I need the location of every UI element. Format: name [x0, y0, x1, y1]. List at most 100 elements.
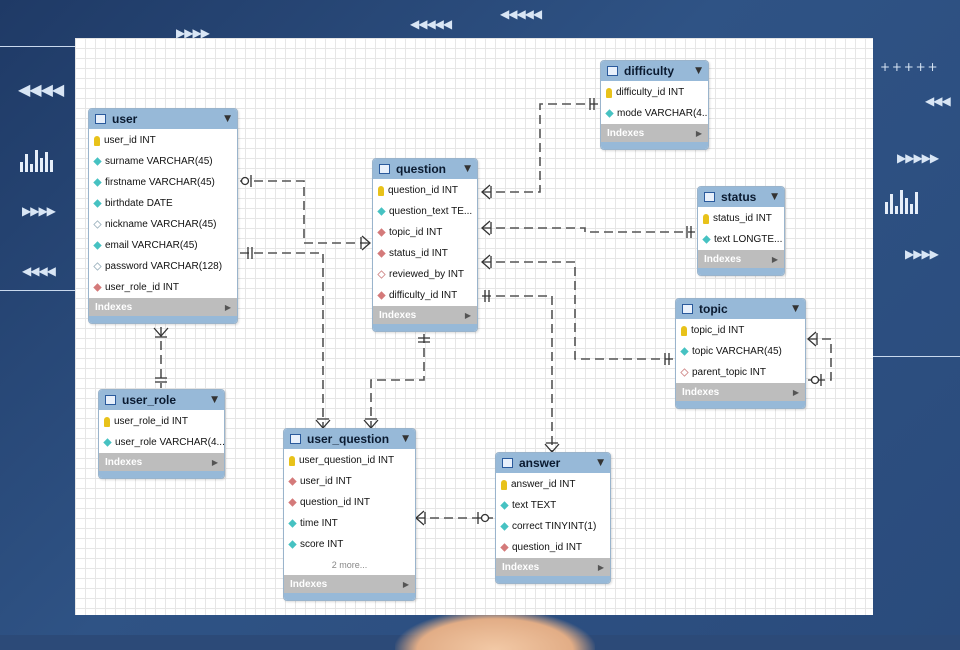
column-row[interactable]: difficulty_id INT	[373, 285, 477, 306]
chevron-down-icon[interactable]: ▼	[402, 434, 409, 444]
table-question[interactable]: question▼ question_id INT question_text T…	[372, 158, 478, 332]
column-label: topic_id INT	[389, 227, 442, 238]
column-row[interactable]: question_text TE...	[373, 201, 477, 222]
red-diamond-icon	[93, 283, 101, 291]
one-marker	[155, 378, 167, 382]
column-row[interactable]: question_id INT	[284, 492, 415, 513]
table-header[interactable]: difficulty ▼	[601, 61, 708, 81]
column-row[interactable]: score INT	[284, 534, 415, 555]
column-row[interactable]: topic VARCHAR(45)	[676, 341, 805, 362]
table-status[interactable]: status▼ status_id INT text LONGTE... Inde…	[697, 186, 785, 276]
column-row[interactable]: email VARCHAR(45)	[89, 235, 237, 256]
indexes-label: Indexes	[502, 562, 539, 573]
table-icon	[682, 304, 693, 314]
column-row[interactable]: reviewed_by INT	[373, 264, 477, 285]
column-row[interactable]: mode VARCHAR(4...	[601, 103, 708, 124]
column-row[interactable]: user_role_id INT	[89, 277, 237, 298]
table-name: user	[112, 112, 137, 126]
column-label: status_id INT	[713, 213, 772, 224]
table-header[interactable]: question▼	[373, 159, 477, 179]
expand-arrow-icon[interactable]: ▶	[212, 458, 218, 467]
column-list: status_id INT text LONGTE...	[698, 207, 784, 250]
column-row[interactable]: text LONGTE...	[698, 229, 784, 250]
red-diamond-icon	[377, 291, 385, 299]
link-difficulty-question	[482, 104, 598, 192]
column-row[interactable]: correct TINYINT(1)	[496, 516, 610, 537]
column-row[interactable]: user_id INT	[89, 130, 237, 151]
indexes-row[interactable]: Indexes▶	[601, 124, 708, 142]
indexes-row[interactable]: Indexes▶	[373, 306, 477, 324]
chevron-down-icon[interactable]: ▼	[771, 192, 778, 202]
table-name: topic	[699, 302, 728, 316]
column-row[interactable]: answer_id INT	[496, 474, 610, 495]
chevron-down-icon[interactable]: ▼	[695, 66, 702, 76]
column-row[interactable]: time INT	[284, 513, 415, 534]
column-row[interactable]: birthdate DATE	[89, 193, 237, 214]
table-header[interactable]: topic ▼	[676, 299, 805, 319]
column-row[interactable]: text TEXT	[496, 495, 610, 516]
table-header[interactable]: status▼	[698, 187, 784, 207]
expand-arrow-icon[interactable]: ▶	[696, 129, 702, 138]
chevron-down-icon[interactable]: ▼	[224, 114, 231, 124]
cyan-diamond-icon	[93, 199, 101, 207]
cyan-diamond-icon	[377, 207, 385, 215]
more-columns-link[interactable]: 2 more...	[284, 555, 415, 575]
chevron-down-icon[interactable]: ▼	[211, 395, 218, 405]
expand-arrow-icon[interactable]: ▶	[225, 303, 231, 312]
key-icon	[94, 136, 100, 146]
expand-arrow-icon[interactable]: ▶	[772, 255, 778, 264]
table-header[interactable]: user ▼	[89, 109, 237, 129]
column-label: question_id INT	[300, 497, 370, 508]
column-label: time INT	[300, 518, 338, 529]
column-row[interactable]: status_id INT	[698, 208, 784, 229]
column-row[interactable]: status_id INT	[373, 243, 477, 264]
expand-arrow-icon[interactable]: ▶	[598, 563, 604, 572]
chevron-down-icon[interactable]: ▼	[464, 164, 471, 174]
indexes-row[interactable]: Indexes▶	[99, 453, 224, 471]
table-name: difficulty	[624, 64, 674, 78]
column-row[interactable]: nickname VARCHAR(45)	[89, 214, 237, 235]
indexes-row[interactable]: Indexes▶	[676, 383, 805, 401]
column-label: nickname VARCHAR(45)	[105, 219, 217, 230]
column-row[interactable]: question_id INT	[496, 537, 610, 558]
column-row[interactable]: firstname VARCHAR(45)	[89, 172, 237, 193]
column-row[interactable]: password VARCHAR(128)	[89, 256, 237, 277]
table-header[interactable]: user_role▼	[99, 390, 224, 410]
column-label: question_id INT	[388, 185, 458, 196]
expand-arrow-icon[interactable]: ▶	[403, 580, 409, 589]
column-label: user_role VARCHAR(4...	[115, 437, 224, 448]
table-name: user_question	[307, 432, 389, 446]
column-row[interactable]: topic_id INT	[373, 222, 477, 243]
column-row[interactable]: user_role VARCHAR(4...	[99, 432, 224, 453]
table-icon	[290, 434, 301, 444]
indexes-row[interactable]: Indexes ▶	[496, 558, 610, 576]
indexes-row[interactable]: Indexes▶	[89, 298, 237, 316]
column-row[interactable]: question_id INT	[373, 180, 477, 201]
table-user-role[interactable]: user_role▼ user_role_id INT user_role VAR…	[98, 389, 225, 479]
expand-arrow-icon[interactable]: ▶	[793, 388, 799, 397]
column-row[interactable]: user_question_id INT	[284, 450, 415, 471]
column-label: user_role_id INT	[105, 282, 179, 293]
indexes-row[interactable]: Indexes▶	[698, 250, 784, 268]
expand-arrow-icon[interactable]: ▶	[465, 311, 471, 320]
column-row[interactable]: surname VARCHAR(45)	[89, 151, 237, 172]
chevron-down-icon[interactable]: ▼	[597, 458, 604, 468]
column-row[interactable]: topic_id INT	[676, 320, 805, 341]
column-label: birthdate DATE	[105, 198, 173, 209]
table-header[interactable]: user_question ▼	[284, 429, 415, 449]
column-row[interactable]: difficulty_id INT	[601, 82, 708, 103]
table-footer	[698, 268, 784, 275]
column-label: question_text TE...	[389, 206, 472, 217]
table-header[interactable]: answer▼	[496, 453, 610, 473]
column-row[interactable]: user_id INT	[284, 471, 415, 492]
column-row[interactable]: user_role_id INT	[99, 411, 224, 432]
link-status-question	[482, 228, 695, 232]
chevron-down-icon[interactable]: ▼	[792, 304, 799, 314]
column-row[interactable]: parent_topic INT	[676, 362, 805, 383]
indexes-row[interactable]: Indexes▶	[284, 575, 415, 593]
